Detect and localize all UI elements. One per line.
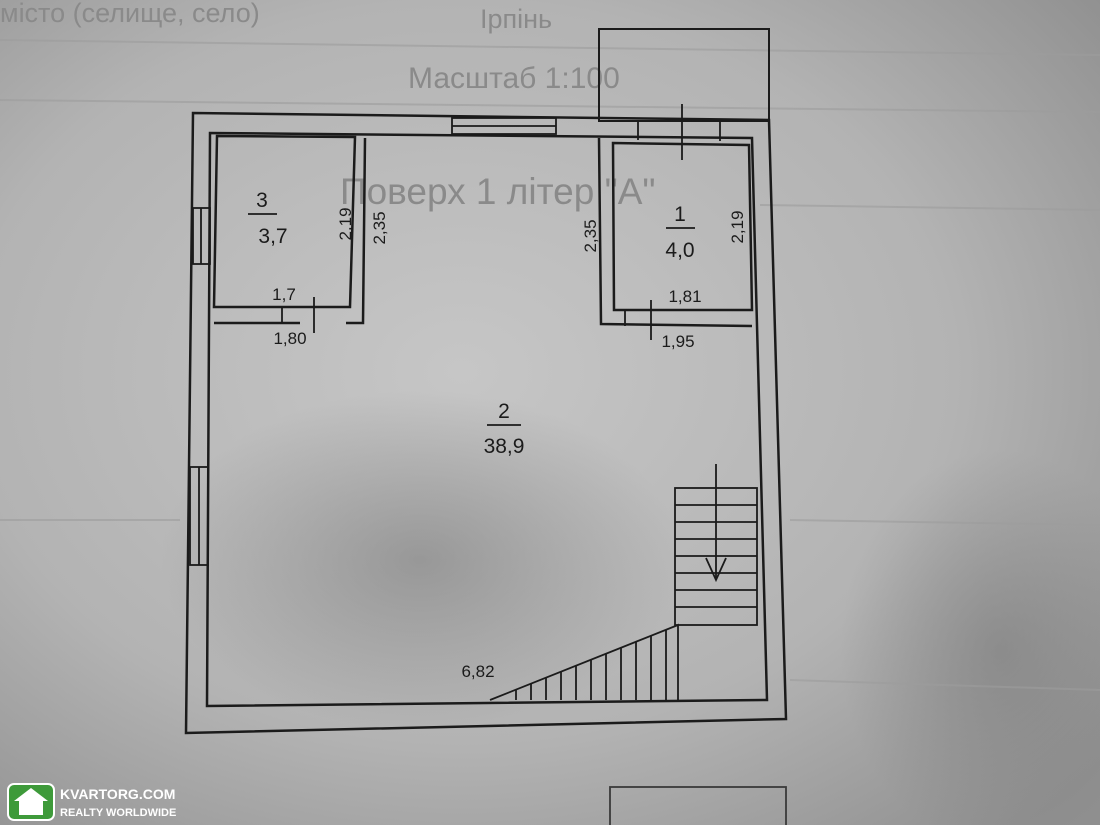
dim-room-2-length: 6,82	[461, 662, 494, 681]
entrance-porch	[598, 28, 770, 122]
room-2-number: 2	[498, 400, 510, 423]
top-window	[451, 117, 557, 135]
dim-room-1-width: 1,81	[668, 287, 701, 306]
room-3-number: 3	[256, 189, 268, 212]
bleed-through-lines	[0, 39, 1100, 691]
paper-shadow	[160, 390, 680, 730]
dim-room-3-height: 2,19	[336, 207, 355, 240]
room-1-area: 4,0	[665, 239, 694, 262]
room-3-label: 3 3,7	[248, 189, 288, 248]
kvartorg-watermark: KVARTORG.COM REALTY WORLDWIDE	[7, 783, 176, 821]
room-3-area: 3,7	[258, 225, 287, 248]
scale-label: Масштаб 1:100	[408, 62, 620, 95]
dim-room-1-outer-width: 1,95	[661, 332, 694, 351]
lower-stair-flight	[489, 623, 679, 701]
watermark-tagline: REALTY WORLDWIDE	[60, 807, 176, 819]
dim-room-3-outer-width: 1,80	[273, 329, 306, 348]
floor-title: Поверх 1 літер "А"	[340, 171, 656, 212]
room-1-label: 1 4,0	[665, 203, 695, 262]
staircase	[674, 464, 758, 626]
paper-shadow-right	[840, 450, 1100, 825]
left-window-lower	[189, 466, 209, 566]
dim-room-1-height: 2,19	[728, 210, 747, 243]
room-3-walls	[212, 134, 367, 325]
house-roof-icon	[14, 788, 48, 801]
left-window-upper	[192, 207, 211, 265]
dim-corridor-left-height: 2,35	[370, 211, 389, 244]
city-name: Ірпінь	[480, 4, 552, 34]
house-body-icon	[19, 801, 43, 815]
watermark-brand: KVARTORG.COM	[60, 786, 175, 802]
stamp-frame	[609, 786, 787, 825]
entrance-door	[637, 104, 721, 160]
room-2-label: 2 38,9	[484, 400, 525, 458]
room-3-door	[281, 297, 315, 333]
dim-room-3-width: 1,7	[272, 285, 296, 304]
room-1-door	[624, 300, 652, 340]
locality-label: місто (селище, село)	[0, 0, 260, 28]
room-1-walls	[597, 137, 754, 328]
room-2-area: 38,9	[484, 435, 525, 458]
room-1-number: 1	[674, 203, 686, 226]
dim-corridor-right-height: 2,35	[581, 219, 600, 252]
